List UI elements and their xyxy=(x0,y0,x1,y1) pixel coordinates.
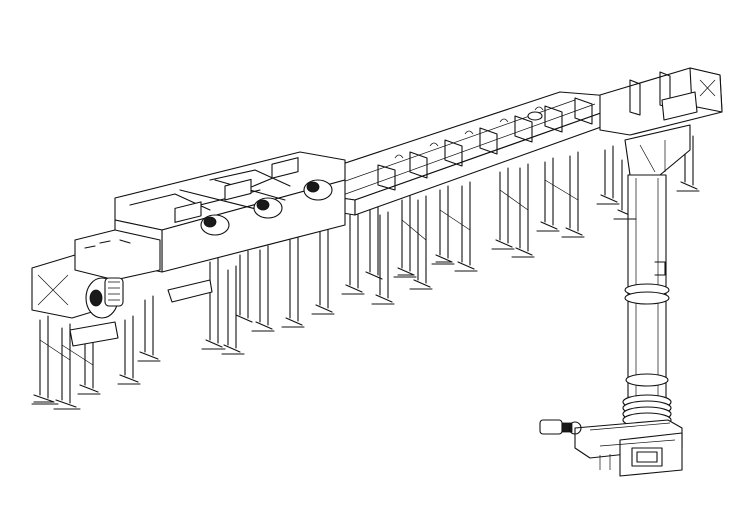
inspection-window xyxy=(174,157,299,223)
drive-motor xyxy=(539,419,582,435)
inspection-port xyxy=(527,111,543,121)
bottom-feeder xyxy=(539,419,683,477)
gear-motor xyxy=(253,197,283,219)
gear-motor xyxy=(303,179,333,201)
head-section xyxy=(599,67,723,176)
support-leg xyxy=(33,135,698,408)
trough-conveyor xyxy=(299,91,616,216)
discharge-hopper xyxy=(624,124,691,176)
trough-flange xyxy=(377,97,593,191)
tail-drive-motor xyxy=(85,277,124,319)
base-plates xyxy=(31,190,700,410)
feeder-section xyxy=(114,151,346,303)
vertical-drop-pipe xyxy=(622,174,672,428)
tail-section xyxy=(31,229,161,347)
support-legs xyxy=(33,135,698,408)
gear-motor xyxy=(200,214,230,236)
